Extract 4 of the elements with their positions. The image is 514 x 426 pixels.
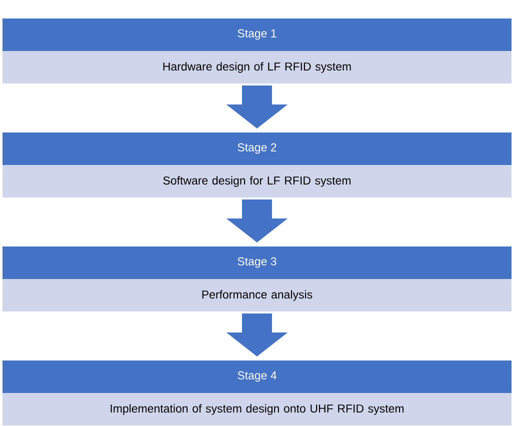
stage-box: Stage 1 Hardware design of LF RFID system <box>2 18 512 84</box>
stage-box: Stage 4 Implementation of system design onto UHF RFID system <box>2 360 512 426</box>
stage-box: Stage 2 Software design for LF RFID system <box>2 132 512 198</box>
stage-box: Stage 3 Performance analysis <box>2 246 512 312</box>
